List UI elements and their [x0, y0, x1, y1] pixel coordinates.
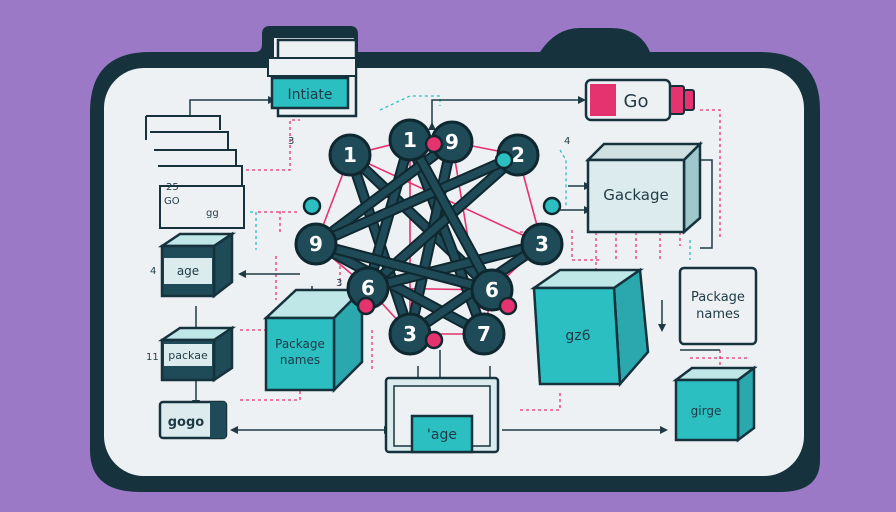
network-node-label: 1	[343, 143, 357, 167]
gackage-box[interactable]: Gackage	[584, 140, 704, 235]
network-node-label: 9	[309, 232, 323, 256]
network-node-circle	[462, 312, 506, 356]
dashed-connectors	[240, 109, 750, 411]
network-node-label: 6	[485, 278, 499, 302]
stack-line1: 25	[166, 182, 179, 193]
annotation-11: 11	[146, 352, 159, 363]
gogo-label: gogo	[168, 415, 205, 430]
network-node-label: 2	[511, 143, 525, 167]
package-names-right-box[interactable]: Package names	[678, 266, 758, 346]
package-names-center-box[interactable]: Package names	[262, 286, 366, 394]
network-accent-dot	[542, 196, 562, 216]
network-accent-dot	[424, 134, 444, 154]
network-node[interactable]: 7	[462, 312, 506, 356]
network-node-circle	[328, 133, 372, 177]
network-accent-dot	[424, 330, 444, 350]
girge-box[interactable]: girge	[672, 365, 758, 443]
network-node[interactable]: 1	[328, 133, 372, 177]
network-link-thick	[406, 136, 496, 294]
network-node-label: 6	[361, 276, 375, 300]
network-node-label: 9	[445, 130, 459, 154]
network-node-circle	[520, 222, 564, 266]
document-stack[interactable]: 25 GO gg	[145, 115, 245, 229]
package-names-right-line1: Package	[691, 290, 745, 305]
network-node-label: 7	[477, 322, 491, 346]
network-accent-dot	[302, 196, 322, 216]
network-node[interactable]: 3	[520, 222, 564, 266]
go-label: Go	[624, 91, 649, 112]
network-link-thick	[312, 138, 456, 248]
network-node-label: 1	[403, 128, 417, 152]
bottom-age-box[interactable]: 'age	[384, 376, 500, 454]
gz6-box[interactable]: gz6	[529, 267, 650, 388]
network-link-thick	[364, 240, 546, 292]
network-accent-dot	[356, 296, 376, 316]
age-box[interactable]: age	[157, 231, 237, 299]
dashed-connectors-teal	[250, 95, 691, 260]
network-link-thick	[312, 240, 496, 294]
network-nodes: 1 1 9 2 9 3 6 6 3 7	[294, 118, 564, 356]
package-names-right-line2: names	[696, 307, 740, 322]
gz6-label: gz6	[565, 328, 590, 344]
network-accent-dot	[498, 296, 518, 316]
gogo-box[interactable]: gogo	[158, 400, 228, 440]
network-node[interactable]: 3	[388, 312, 432, 356]
network-accent-dot	[494, 150, 514, 170]
stack-line3: gg	[206, 208, 219, 219]
network-link-thick	[312, 240, 488, 338]
network-node[interactable]: 1	[388, 118, 432, 162]
annotation-3a: 3	[288, 136, 294, 147]
gackage-label: Gackage	[603, 186, 668, 204]
network-node-label: 3	[403, 322, 417, 346]
network-node-label: 3	[535, 232, 549, 256]
bottom-age-label: 'age	[427, 427, 457, 443]
age-label: age	[177, 264, 199, 278]
packae-label: packae	[168, 349, 208, 362]
stack-line2: GO	[164, 196, 180, 207]
annotation-4a: 4	[564, 136, 570, 147]
package-names-center-line2: names	[280, 353, 320, 367]
package-names-center-line1: Package	[275, 337, 325, 351]
network-link-thick	[312, 151, 522, 248]
go-box[interactable]: Go	[584, 78, 695, 122]
packae-box[interactable]: packae	[157, 325, 237, 383]
annotation-4b: 4	[150, 266, 156, 277]
annotation-3b: 3	[336, 278, 342, 289]
initiate-box[interactable]: Intiate	[267, 38, 358, 118]
network-node[interactable]: 9	[294, 222, 338, 266]
girge-label: girge	[691, 404, 722, 418]
initiate-label: Intiate	[287, 87, 332, 103]
network-node-circle	[294, 222, 338, 266]
